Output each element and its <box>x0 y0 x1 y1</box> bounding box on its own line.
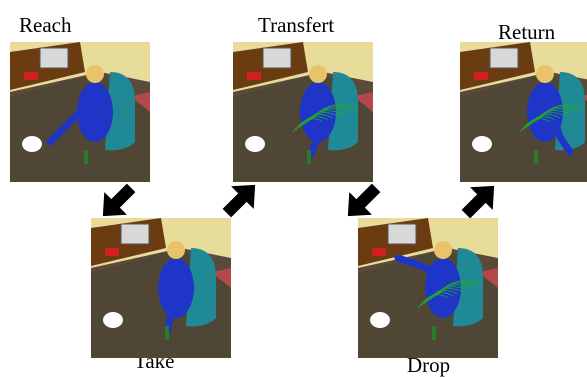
arrow-up-right-icon <box>222 184 256 218</box>
robot-drop-scene-image <box>358 218 498 358</box>
pitcher <box>103 312 123 328</box>
panel-drop <box>358 218 498 358</box>
figure-head <box>536 65 554 83</box>
monitor <box>387 223 417 245</box>
trajectory-line <box>534 108 576 123</box>
trajectory-line <box>438 280 484 295</box>
robot-return-scene-image <box>460 42 587 182</box>
arrow-transfert-to-drop <box>338 178 386 226</box>
step-label-return: Return <box>498 20 556 44</box>
panel-take <box>91 218 231 358</box>
phone <box>105 248 119 256</box>
pitcher <box>472 136 492 152</box>
arrow-take-to-transfert <box>217 175 265 223</box>
robot-transfert-scene-image <box>233 42 373 182</box>
phone <box>372 248 386 256</box>
arrow-down-right-icon <box>102 183 136 217</box>
trajectory-line <box>432 284 474 299</box>
bottle <box>84 150 88 164</box>
phone <box>247 72 261 80</box>
bottle <box>432 326 436 340</box>
trajectory-line <box>313 104 359 119</box>
trajectory-line <box>528 112 566 127</box>
figure-head <box>86 65 104 83</box>
figure-arm <box>546 103 574 156</box>
panel-reach <box>10 42 150 182</box>
chair <box>453 248 483 327</box>
figure-arm <box>394 254 442 277</box>
chair <box>328 72 358 151</box>
chair <box>555 72 585 151</box>
robot-take-scene-image <box>91 218 231 358</box>
trajectory-line <box>435 282 479 297</box>
trajectory-line <box>304 110 344 125</box>
monitor <box>489 47 519 69</box>
pitcher <box>22 136 42 152</box>
monitor <box>262 47 292 69</box>
figure-arm <box>164 274 180 334</box>
arrow-down-right-icon <box>347 183 381 217</box>
figure-head <box>309 65 327 83</box>
figure-arm <box>46 98 94 146</box>
arrow-up-right-icon <box>461 185 495 219</box>
trajectory-line <box>540 104 586 119</box>
chair <box>186 248 216 327</box>
figure-head <box>434 241 452 259</box>
trajectory-line <box>429 286 469 301</box>
figure-body <box>77 82 113 142</box>
step-label-drop: Drop <box>407 353 451 377</box>
trajectory-line <box>426 288 464 303</box>
pitcher <box>245 136 265 152</box>
chair <box>105 72 135 151</box>
panel-transfert <box>233 42 373 182</box>
bottle <box>165 326 169 340</box>
bottle <box>307 150 311 164</box>
monitor <box>39 47 69 69</box>
step-label-transfert: Transfert <box>258 13 335 37</box>
trajectory-line <box>531 110 571 125</box>
trajectory-line <box>307 108 349 123</box>
robot-reach-scene-image <box>10 42 150 182</box>
phone <box>24 72 38 80</box>
pitcher <box>370 312 390 328</box>
monitor <box>120 223 150 245</box>
trajectory-line <box>301 112 339 127</box>
arrow-reach-to-take <box>93 178 141 226</box>
arrow-drop-to-return <box>456 176 504 224</box>
bottle <box>534 150 538 164</box>
trajectory-line <box>537 106 581 121</box>
figure-head <box>167 241 185 259</box>
phone <box>474 72 488 80</box>
step-label-reach: Reach <box>19 13 72 37</box>
panel-return <box>460 42 587 182</box>
trajectory-line <box>310 106 354 121</box>
